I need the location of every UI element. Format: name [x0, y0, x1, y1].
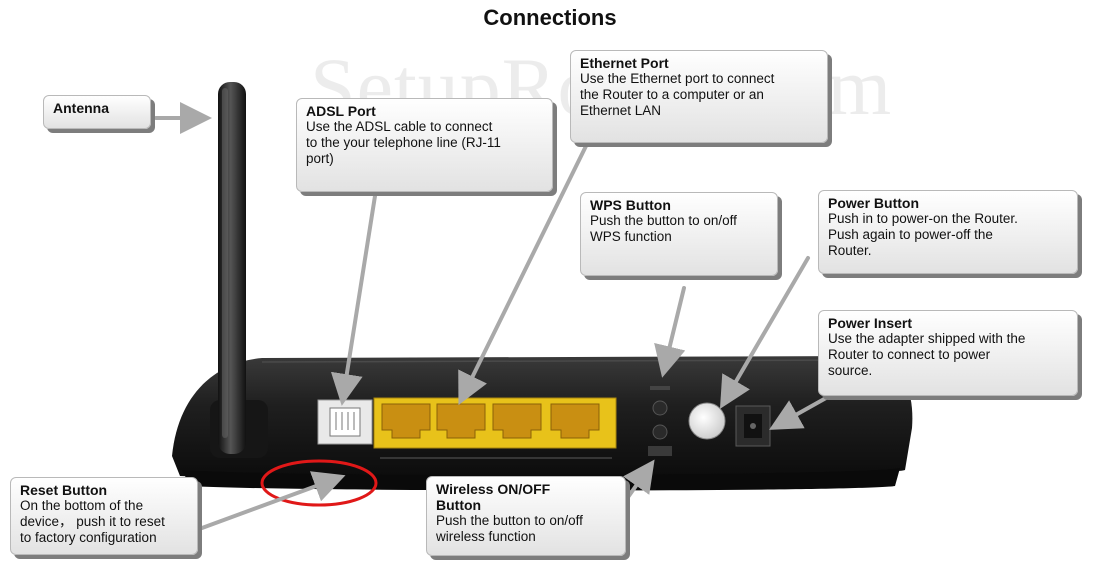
power-button-callout-description: Push in to power-on the Router. Push aga…: [828, 211, 1018, 258]
callout-pointers: [154, 102, 828, 530]
power-button-pointer: [719, 256, 810, 409]
ethernet-port-callout-title: Ethernet Port: [580, 55, 669, 71]
power-button-callout-title: Power Button: [828, 195, 919, 211]
wps-button-callout-description: Push the button to on/off WPS function: [590, 213, 737, 244]
antenna-callout: Antenna: [43, 95, 151, 129]
power-insert-pointer: [769, 396, 828, 430]
power-insert-callout: Power Insert Use the adapter shipped wit…: [818, 310, 1078, 396]
reset-button-callout-description: On the bottom of the device， push it to …: [20, 498, 165, 545]
adsl-port-pointer: [330, 194, 377, 406]
wps-button-pointer: [654, 286, 686, 378]
power-insert-callout-description: Use the adapter shipped with the Router …: [828, 331, 1026, 378]
ethernet-port-callout: Ethernet Port Use the Ethernet port to c…: [570, 50, 828, 143]
antenna-callout-title: Antenna: [53, 100, 109, 116]
wps-wireless-buttons: [648, 386, 672, 456]
power-button-callout: Power Button Push in to power-on the Rou…: [818, 190, 1078, 274]
lan-ports: [373, 397, 617, 459]
power-button-graphic: [688, 402, 726, 440]
wireless-button-callout: Wireless ON/OFF Button Push the button t…: [426, 476, 626, 556]
power-insert-graphic: [735, 405, 771, 447]
wps-button-callout: WPS Button Push the button to on/off WPS…: [580, 192, 778, 276]
adsl-port-callout-description: Use the ADSL cable to connect to the you…: [306, 119, 501, 166]
ethernet-port-pointer: [458, 144, 588, 406]
page-title: Connections: [483, 5, 617, 30]
wireless-button-callout-description: Push the button to on/off wireless funct…: [436, 513, 583, 544]
antenna: [210, 82, 268, 458]
adsl-port: [317, 399, 373, 445]
reset-button-callout: Reset Button On the bottom of the device…: [10, 477, 198, 555]
reset-button-marker: [260, 459, 378, 507]
wireless-button-pointer: [623, 459, 655, 502]
reset-button-callout-title: Reset Button: [20, 482, 108, 498]
adsl-port-callout: ADSL Port Use the ADSL cable to connect …: [296, 98, 553, 192]
wps-button-callout-title: WPS Button: [590, 197, 671, 213]
reset-button-pointer: [200, 471, 346, 530]
power-insert-callout-title: Power Insert: [828, 315, 913, 331]
ethernet-port-callout-description: Use the Ethernet port to connect the Rou…: [580, 71, 775, 118]
adsl-port-callout-title: ADSL Port: [306, 103, 376, 119]
wireless-button-callout-title: Wireless ON/OFF Button: [436, 481, 551, 513]
